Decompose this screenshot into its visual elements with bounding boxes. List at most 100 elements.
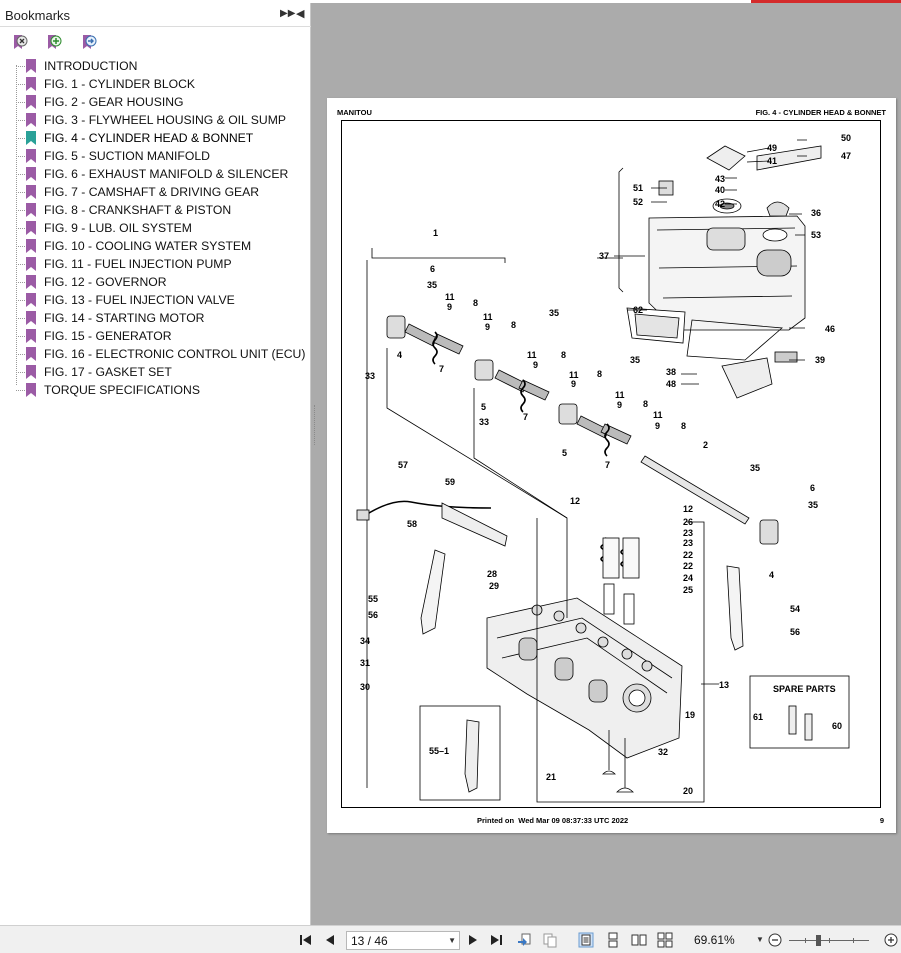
bookmark-ribbon-icon	[26, 149, 36, 163]
bookmark-label: FIG. 11 - FUEL INJECTION PUMP	[44, 257, 232, 271]
svg-text:55–1: 55–1	[429, 746, 449, 756]
svg-text:19: 19	[685, 710, 695, 720]
bookmark-item[interactable]: FIG. 17 - GASKET SET	[0, 363, 305, 381]
tree-guide-tick	[16, 318, 25, 319]
zoom-level[interactable]: 69.61%	[694, 933, 735, 947]
tree-guide-tick	[16, 336, 25, 337]
tree-guide-tick	[16, 264, 25, 265]
window-top-accent	[751, 0, 901, 3]
bookmarks-options-icon[interactable]: ▶▶	[280, 8, 296, 19]
bookmark-item[interactable]: FIG. 2 - GEAR HOUSING	[0, 93, 305, 111]
bookmark-item[interactable]: FIG. 6 - EXHAUST MANIFOLD & SILENCER	[0, 165, 305, 183]
zoom-in-icon[interactable]	[883, 932, 899, 948]
bookmark-label: FIG. 14 - STARTING MOTOR	[44, 311, 205, 325]
bookmark-item[interactable]: FIG. 3 - FLYWHEEL HOUSING & OIL SUMP	[0, 111, 305, 129]
first-page-icon[interactable]	[298, 932, 314, 948]
bookmark-label: FIG. 3 - FLYWHEEL HOUSING & OIL SUMP	[44, 113, 286, 127]
zoom-out-icon[interactable]	[767, 932, 783, 948]
bookmark-ribbon-icon	[26, 203, 36, 217]
svg-text:13: 13	[719, 680, 729, 690]
svg-text:61: 61	[753, 712, 763, 722]
svg-text:23: 23	[683, 538, 693, 548]
svg-text:9: 9	[533, 360, 538, 370]
svg-text:8: 8	[681, 421, 686, 431]
svg-text:31: 31	[360, 658, 370, 668]
bookmark-label: FIG. 17 - GASKET SET	[44, 365, 172, 379]
facing-view-icon[interactable]	[631, 932, 647, 948]
bookmark-item[interactable]: FIG. 13 - FUEL INJECTION VALVE	[0, 291, 305, 309]
go-to-bookmark-icon[interactable]	[79, 33, 99, 51]
bookmark-item[interactable]: FIG. 15 - GENERATOR	[0, 327, 305, 345]
bookmark-label: TORQUE SPECIFICATIONS	[44, 383, 200, 397]
bookmarks-header: Bookmarks ▶▶ ◀	[0, 3, 311, 27]
svg-text:57: 57	[398, 460, 408, 470]
tree-guide-tick	[16, 174, 25, 175]
svg-text:4: 4	[397, 350, 402, 360]
svg-text:50: 50	[841, 133, 851, 143]
bookmark-label: INTRODUCTION	[44, 59, 138, 73]
bookmark-ribbon-icon	[26, 131, 36, 145]
zoom-slider-tick	[829, 938, 830, 943]
bookmark-ribbon-icon	[26, 185, 36, 199]
svg-text:9: 9	[617, 400, 622, 410]
bookmark-item[interactable]: FIG. 7 - CAMSHAFT & DRIVING GEAR	[0, 183, 305, 201]
svg-text:34: 34	[360, 636, 370, 646]
page-number-input[interactable]: 13 / 46	[351, 934, 388, 948]
svg-text:11: 11	[569, 370, 579, 380]
bookmark-item[interactable]: TORQUE SPECIFICATIONS	[0, 381, 305, 399]
previous-page-icon[interactable]	[322, 932, 338, 948]
svg-text:11: 11	[483, 312, 493, 322]
svg-text:24: 24	[683, 573, 693, 583]
next-view-icon[interactable]	[542, 932, 558, 948]
bookmark-item[interactable]: FIG. 4 - CYLINDER HEAD & BONNET	[0, 129, 305, 147]
svg-text:20: 20	[683, 786, 693, 796]
panel-splitter[interactable]	[314, 405, 317, 445]
tree-guide-tick	[16, 192, 25, 193]
continuous-view-icon[interactable]	[605, 932, 621, 948]
svg-text:1: 1	[433, 228, 438, 238]
bookmark-item[interactable]: FIG. 11 - FUEL INJECTION PUMP	[0, 255, 305, 273]
page-number-field[interactable]: 13 / 46 ▼	[346, 931, 460, 950]
bookmark-ribbon-icon	[26, 293, 36, 307]
zoom-slider-thumb[interactable]	[816, 935, 821, 946]
bookmark-item[interactable]: FIG. 5 - SUCTION MANIFOLD	[0, 147, 305, 165]
previous-view-icon[interactable]	[516, 932, 532, 948]
bookmark-item[interactable]: FIG. 8 - CRANKSHAFT & PISTON	[0, 201, 305, 219]
new-bookmark-icon[interactable]	[44, 33, 64, 51]
svg-text:6: 6	[430, 264, 435, 274]
svg-text:21: 21	[546, 772, 556, 782]
collapse-panel-icon[interactable]: ◀	[296, 8, 305, 20]
bookmark-ribbon-icon	[26, 113, 36, 127]
svg-text:46: 46	[825, 324, 835, 334]
bookmark-label: FIG. 10 - COOLING WATER SYSTEM	[44, 239, 252, 253]
printed-prefix: Printed on	[477, 816, 515, 825]
next-page-icon[interactable]	[465, 932, 481, 948]
svg-text:36: 36	[811, 208, 821, 218]
svg-text:42: 42	[715, 199, 725, 209]
bookmark-item[interactable]: FIG. 10 - COOLING WATER SYSTEM	[0, 237, 305, 255]
page-dropdown-icon[interactable]: ▼	[448, 936, 456, 945]
svg-text:41: 41	[767, 156, 777, 166]
svg-text:56: 56	[368, 610, 378, 620]
bookmark-item[interactable]: INTRODUCTION	[0, 57, 305, 75]
zoom-dropdown-icon[interactable]: ▼	[756, 935, 764, 944]
svg-text:33: 33	[479, 417, 489, 427]
bookmark-item[interactable]: FIG. 9 - LUB. OIL SYSTEM	[0, 219, 305, 237]
last-page-icon[interactable]	[488, 932, 504, 948]
bookmark-label: FIG. 12 - GOVERNOR	[44, 275, 167, 289]
bookmark-item[interactable]: FIG. 16 - ELECTRONIC CONTROL UNIT (ECU)	[0, 345, 305, 363]
tree-guide-tick	[16, 300, 25, 301]
svg-text:47: 47	[841, 151, 851, 161]
tree-guide-tick	[16, 282, 25, 283]
single-page-view-icon[interactable]	[578, 932, 594, 948]
tree-guide-tick	[16, 228, 25, 229]
bookmark-ribbon-icon	[26, 311, 36, 325]
bookmark-item[interactable]: FIG. 1 - CYLINDER BLOCK	[0, 75, 305, 93]
continuous-facing-view-icon[interactable]	[657, 932, 673, 948]
svg-text:33: 33	[365, 371, 375, 381]
bookmark-ribbon-icon	[26, 221, 36, 235]
delete-bookmark-icon[interactable]	[10, 33, 30, 51]
bookmark-item[interactable]: FIG. 12 - GOVERNOR	[0, 273, 305, 291]
bookmark-item[interactable]: FIG. 14 - STARTING MOTOR	[0, 309, 305, 327]
bookmark-ribbon-icon	[26, 347, 36, 361]
